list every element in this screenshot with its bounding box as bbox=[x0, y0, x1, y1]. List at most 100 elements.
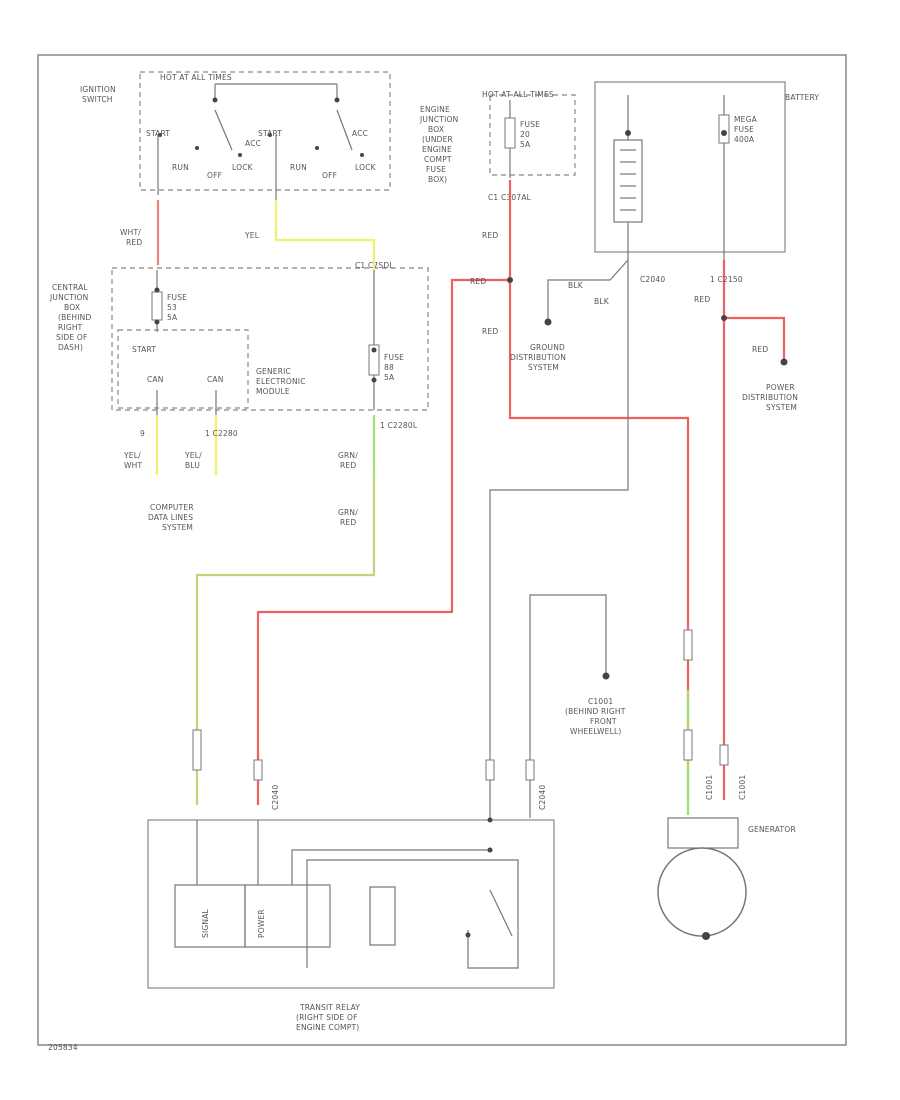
splice-red bbox=[507, 277, 513, 283]
switch-contact-4 bbox=[268, 133, 272, 137]
can-2: CAN bbox=[207, 375, 224, 384]
wire-red-power bbox=[724, 316, 786, 362]
wire-red-feed bbox=[256, 278, 510, 805]
generator-housing bbox=[667, 817, 739, 849]
sw-lock-1: LOCK bbox=[232, 163, 254, 172]
engine-jb-8: BOX) bbox=[428, 175, 447, 184]
cjb-node-c bbox=[371, 347, 377, 353]
relay-internal-2 bbox=[291, 849, 490, 885]
fuse-cjb1-3: 5A bbox=[167, 313, 178, 322]
wire-yel-label: YEL bbox=[244, 231, 260, 240]
battery-box bbox=[594, 81, 786, 253]
central-jb-1: CENTRAL bbox=[52, 283, 88, 292]
central-junction-box bbox=[111, 267, 429, 411]
fuse-top-3: 5A bbox=[520, 140, 531, 149]
c-gen-1: C1001 bbox=[705, 775, 714, 800]
sw-run-2: RUN bbox=[290, 163, 307, 172]
wire-grn-red-2b: RED bbox=[340, 518, 356, 527]
ignition-switch-box bbox=[139, 71, 391, 191]
start-label: START bbox=[132, 345, 156, 354]
g-label-4: WHEELWELL) bbox=[570, 727, 621, 736]
sw-off-2: OFF bbox=[322, 171, 337, 180]
c-gen-2: C1001 bbox=[738, 775, 747, 800]
mega-fuse-symbol bbox=[718, 114, 730, 144]
gem-3: MODULE bbox=[256, 387, 290, 396]
computer-data-3: SYSTEM bbox=[162, 523, 193, 532]
generator-ground-node bbox=[702, 932, 710, 940]
ignition-switch-label-2: SWITCH bbox=[82, 95, 113, 104]
sw-run-1: RUN bbox=[172, 163, 189, 172]
wire-blk-2: BLK bbox=[594, 297, 610, 306]
cjb-node-b bbox=[154, 319, 160, 325]
cjb-node-d bbox=[371, 377, 377, 383]
engine-jb-5: ENGINE bbox=[422, 145, 452, 154]
fuse-top-1: FUSE bbox=[520, 120, 540, 129]
splice-red-power bbox=[721, 315, 727, 321]
wire-blk-1: BLK bbox=[568, 281, 584, 290]
conn-relay-2 bbox=[253, 759, 263, 781]
cjb-node-a bbox=[154, 287, 160, 293]
hot-at-all-times-right: HOT AT ALL TIMES bbox=[482, 90, 554, 99]
engine-jb-6: COMPT bbox=[424, 155, 452, 164]
c2150-label: 1 C2150 bbox=[710, 275, 743, 284]
battery-pos-node bbox=[625, 130, 631, 136]
generator-label: GENERATOR bbox=[748, 825, 796, 834]
ground-node bbox=[544, 318, 552, 326]
power-dist-1: POWER bbox=[766, 383, 795, 392]
hot-at-all-times-left: HOT AT ALL TIMES bbox=[160, 73, 232, 82]
wire-blk-relay bbox=[489, 260, 629, 820]
central-jb-5: RIGHT bbox=[58, 323, 83, 332]
wire-yel-blu-1: YEL/ bbox=[184, 451, 202, 460]
sw-lock-2: LOCK bbox=[355, 163, 377, 172]
wire-yel-wht-1: YEL/ bbox=[123, 451, 141, 460]
central-jb-2: JUNCTION bbox=[49, 293, 88, 302]
fuse-cjb2-2: 88 bbox=[384, 363, 394, 372]
sw-off-1: OFF bbox=[207, 171, 222, 180]
start-relay-box bbox=[117, 329, 249, 409]
engine-jb-7: FUSE bbox=[426, 165, 446, 174]
mega-fuse-1: MEGA bbox=[734, 115, 758, 124]
transit-relay-3: ENGINE COMPT) bbox=[296, 1023, 359, 1032]
c-gem-label: 1 C2280L bbox=[380, 421, 418, 430]
wire-yel-blu-2: BLU bbox=[185, 461, 200, 470]
g-label-2: (BEHIND RIGHT bbox=[565, 707, 626, 716]
conn-gen-3 bbox=[719, 744, 729, 766]
wire-red-4: RED bbox=[694, 295, 710, 304]
wire-grn-red-1b: RED bbox=[340, 461, 356, 470]
c-relay-1: C2040 bbox=[271, 785, 280, 810]
relay-node-1 bbox=[487, 817, 493, 823]
c-left-b: 1 C2280 bbox=[205, 429, 238, 438]
engine-jb-2: JUNCTION bbox=[419, 115, 458, 124]
relay-signal-box bbox=[174, 884, 246, 948]
relay-node-3 bbox=[465, 932, 471, 938]
battery-cells bbox=[613, 139, 643, 223]
power-dist-node bbox=[780, 358, 788, 366]
switch-blade-2 bbox=[336, 109, 353, 151]
c-left-a: 9 bbox=[140, 429, 145, 438]
ground-dist-2: DISTRIBUTION bbox=[510, 353, 566, 362]
wire-yel-wht-2: WHT bbox=[124, 461, 142, 470]
power-dist-3: SYSTEM bbox=[766, 403, 797, 412]
transit-relay-1: TRANSIT RELAY bbox=[299, 1003, 360, 1012]
wire-grn-red-2a: GRN/ bbox=[338, 508, 358, 517]
engine-jb-1: ENGINE bbox=[420, 105, 450, 114]
mega-fuse-2: FUSE bbox=[734, 125, 754, 134]
wire-red-3: RED bbox=[482, 327, 498, 336]
fuse-cjb2-3: 5A bbox=[384, 373, 395, 382]
c2040-label: C2040 bbox=[640, 275, 665, 284]
g-node bbox=[602, 672, 610, 680]
relay-switch-blade bbox=[489, 889, 513, 937]
wire-red-2: RED bbox=[470, 277, 486, 286]
wire-wht-red-1: WHT/ bbox=[120, 228, 141, 237]
fuse-cjb1-1: FUSE bbox=[167, 293, 187, 302]
switch-contact-6 bbox=[360, 153, 364, 157]
fuse-cjb2-symbol bbox=[368, 344, 380, 376]
wire-blk-ground bbox=[547, 259, 629, 322]
central-jb-7: DASH) bbox=[58, 343, 83, 352]
battery-label: BATTERY bbox=[785, 93, 819, 102]
power-dist-2: DISTRIBUTION bbox=[742, 393, 798, 402]
wire-yel bbox=[274, 200, 376, 270]
conn-gen-1 bbox=[683, 629, 693, 661]
generator-symbol bbox=[657, 847, 747, 937]
